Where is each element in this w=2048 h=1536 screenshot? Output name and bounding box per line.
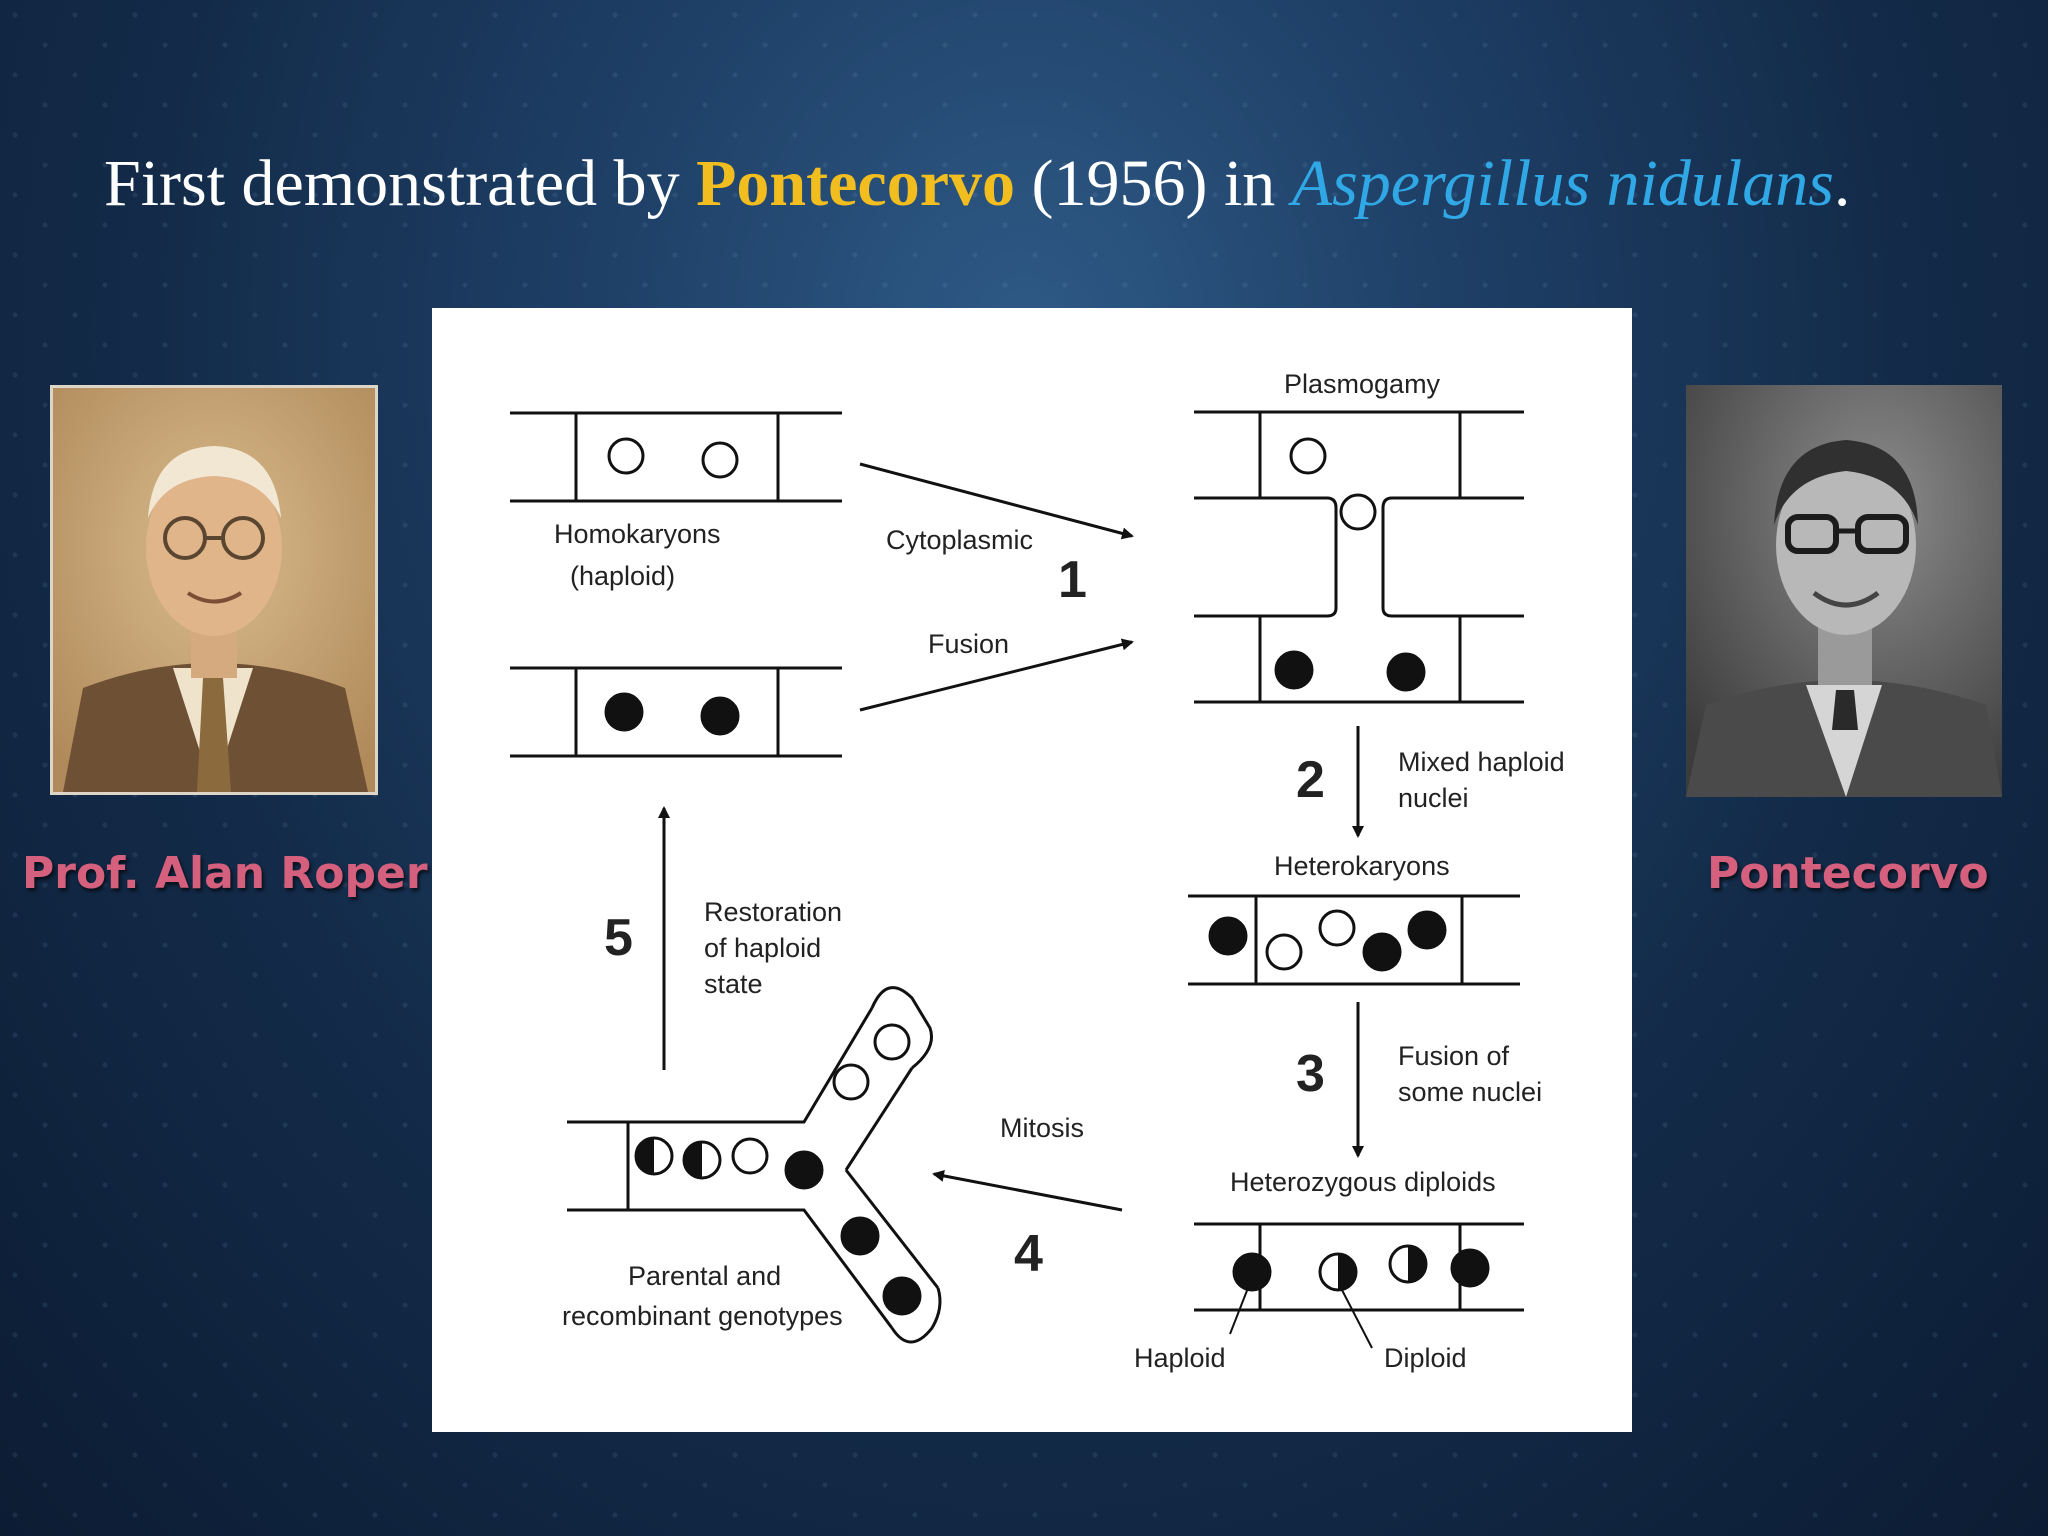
label-of-haploid: of haploid — [704, 933, 822, 963]
label-plasmogamy: Plasmogamy — [1284, 369, 1441, 399]
label-state: state — [704, 969, 763, 999]
title-species: Aspergillus nidulans — [1291, 147, 1834, 220]
step-number-5: 5 — [604, 909, 633, 967]
portrait-alan-roper-image — [53, 388, 375, 792]
label-heterokaryons: Heterokaryons — [1274, 851, 1450, 881]
label-nuclei: nuclei — [1398, 783, 1469, 813]
step-number-1: 1 — [1058, 551, 1087, 609]
label-restoration: Restoration — [704, 897, 843, 927]
step-number-3: 3 — [1296, 1045, 1325, 1103]
label-heterozygous-diploids: Heterozygous diploids — [1230, 1167, 1496, 1197]
label-mitosis: Mitosis — [1000, 1113, 1085, 1143]
label-mixed-haploid: Mixed haploid — [1398, 747, 1565, 777]
portrait-pontecorvo — [1686, 385, 2002, 797]
homokaryon-filled — [510, 666, 842, 758]
title-middle: (1956) in — [1015, 147, 1292, 220]
label-haploid: (haploid) — [570, 561, 676, 591]
label-homokaryons: Homokaryons — [554, 519, 721, 549]
heterokaryon-hypha — [1188, 894, 1520, 986]
title-name: Pontecorvo — [696, 147, 1015, 220]
diagram-drawing — [510, 410, 1524, 1349]
label-some-nuclei: some nuclei — [1398, 1077, 1543, 1107]
branching-hypha — [567, 986, 942, 1344]
portrait-alan-roper — [50, 385, 378, 795]
label-diploid-nucleus: Diploid — [1384, 1343, 1467, 1373]
step-number-2: 2 — [1296, 751, 1325, 809]
slide-title: First demonstrated by Pontecorvo (1956) … — [104, 146, 1850, 222]
label-fusion: Fusion — [928, 629, 1010, 659]
parasexual-cycle-diagram: Homokaryons (haploid) Cytoplasmic Fusion… — [432, 308, 1632, 1432]
label-parental: Parental and — [628, 1261, 782, 1291]
caption-pontecorvo: Pontecorvo — [1707, 848, 1989, 899]
label-haploid-nucleus: Haploid — [1134, 1343, 1226, 1373]
step-number-4: 4 — [1014, 1225, 1043, 1283]
plasmogamy-hyphae — [1194, 410, 1524, 704]
title-suffix: . — [1833, 147, 1851, 220]
diploid-hypha — [1194, 1222, 1524, 1349]
label-fusion-of: Fusion of — [1398, 1041, 1510, 1071]
label-recombinant-genotypes: recombinant genotypes — [562, 1301, 843, 1331]
label-cytoplasmic: Cytoplasmic — [886, 525, 1034, 555]
caption-alan-roper: Prof. Alan Roper — [22, 848, 428, 899]
homokaryon-open — [510, 411, 842, 503]
title-prefix: First demonstrated by — [104, 147, 697, 220]
portrait-pontecorvo-image — [1686, 385, 2002, 797]
